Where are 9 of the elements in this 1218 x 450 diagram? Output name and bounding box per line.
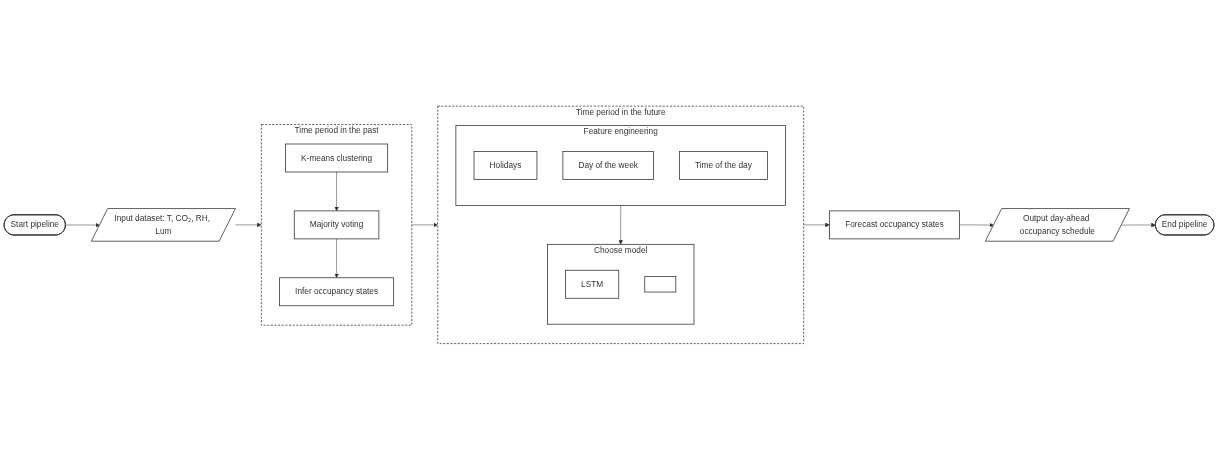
node-box: Infer occupancy states bbox=[279, 277, 395, 307]
node-box: Holidays bbox=[473, 151, 538, 180]
node-box: Day of the week bbox=[562, 151, 654, 180]
node-box bbox=[644, 276, 677, 293]
node-box: Time of the day bbox=[679, 151, 768, 180]
node-box: LSTM bbox=[565, 269, 620, 299]
node-box: K-means clustering bbox=[285, 143, 389, 173]
node-box: Majority voting bbox=[293, 210, 380, 240]
node-box: Forecast occupancy states bbox=[829, 210, 960, 240]
